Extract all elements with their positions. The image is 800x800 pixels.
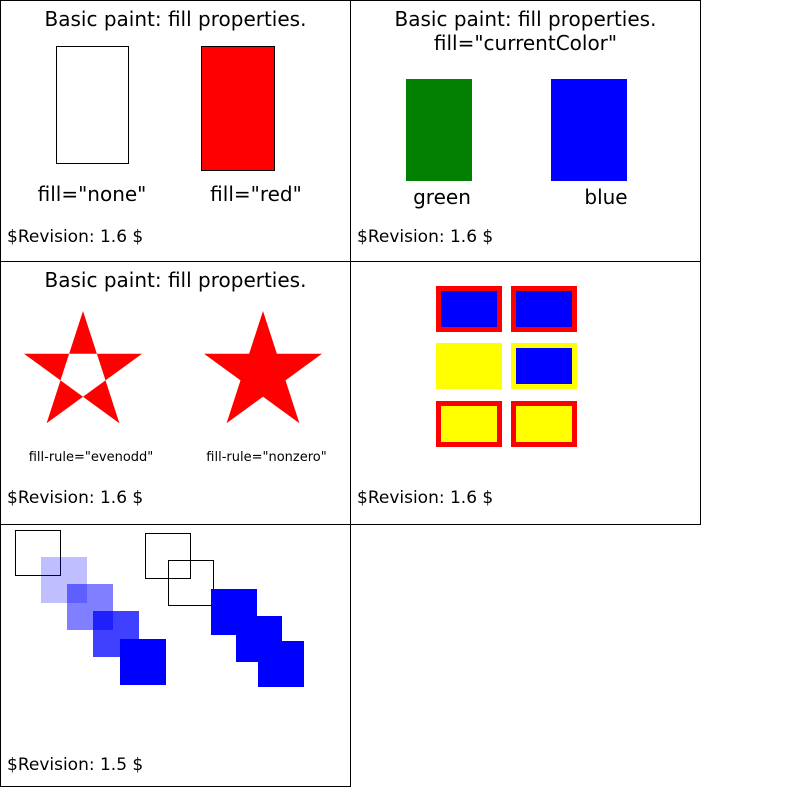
revision-text: $Revision: 1.6 $ (7, 488, 144, 508)
rect-current-color-green (406, 79, 472, 181)
opacity-group-right (1, 525, 352, 788)
paint-grid (351, 262, 700, 524)
label-fill-rule-nonzero: fill-rule="nonzero" (206, 450, 327, 465)
revision-text: $Revision: 1.6 $ (7, 227, 144, 247)
opacity-square-0 (15, 530, 61, 576)
panel-title: Basic paint: fill properties. (44, 268, 307, 292)
label-fill-red: fill="red" (210, 182, 302, 206)
revision-text: $Revision: 1.6 $ (357, 227, 494, 247)
label-fill-none: fill="none" (37, 182, 147, 206)
label-green: green (413, 185, 471, 209)
panel-fill-stroke-grid: $Revision: 1.6 $ (350, 261, 701, 525)
star-nonzero-shape (204, 311, 322, 424)
painted-rect-2 (436, 343, 502, 389)
painted-rect-1 (511, 286, 577, 332)
painted-rect-4 (436, 401, 502, 447)
panel-current-color: Basic paint: fill properties. fill="curr… (350, 0, 701, 262)
panel-title: Basic paint: fill properties. (394, 7, 657, 31)
opacity-group-left (1, 525, 352, 788)
painted-rect-5 (511, 401, 577, 447)
label-blue: blue (584, 185, 628, 209)
label-fill-rule-evenodd: fill-rule="evenodd" (28, 450, 154, 465)
star-nonzero (204, 311, 322, 424)
panel-fill-rule: Basic paint: fill properties. fill-rule=… (0, 261, 351, 525)
rect-fill-red (201, 46, 275, 171)
rect-current-color-blue (551, 79, 627, 181)
painted-rect-3 (511, 343, 577, 389)
panel-subtitle: fill="currentColor" (433, 31, 618, 55)
opacity-square-1 (168, 560, 214, 606)
star-evenodd (24, 311, 142, 424)
opacity-square-4 (120, 639, 166, 685)
revision-text: $Revision: 1.5 $ (7, 755, 144, 775)
panel-title: Basic paint: fill properties. (44, 7, 307, 31)
painted-rect-0 (436, 286, 502, 332)
panel-fill-opacity: $Revision: 1.5 $ (0, 524, 351, 787)
opacity-square-4 (258, 641, 304, 687)
revision-text: $Revision: 1.6 $ (357, 488, 494, 508)
rect-fill-none (56, 46, 129, 164)
panel-fill-none-red: Basic paint: fill properties. fill="none… (0, 0, 351, 262)
star-evenodd-shape (24, 311, 142, 424)
